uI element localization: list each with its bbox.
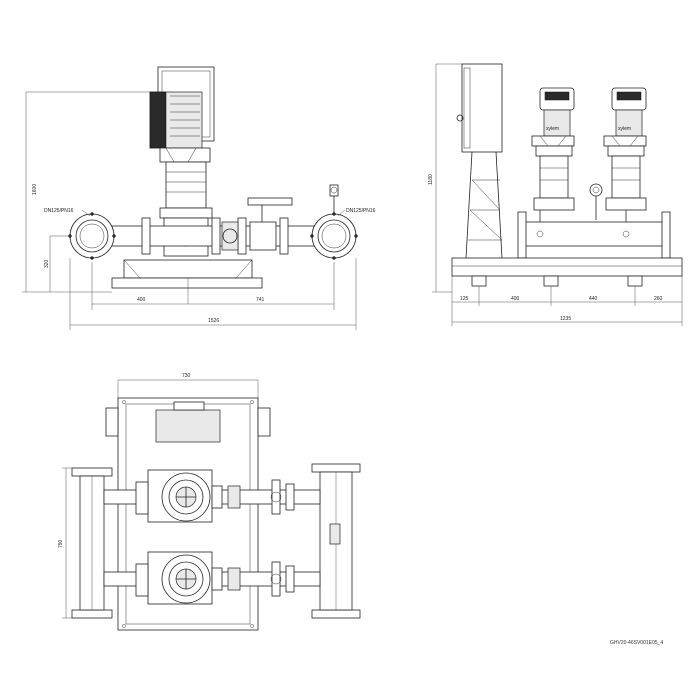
front-left-flange-label: DN125/PN16 — [44, 208, 74, 214]
side-total-width: 1235 — [560, 316, 571, 322]
front-dim-b: 741 — [256, 297, 265, 303]
top-depth-dim: 790 — [58, 539, 64, 548]
side-brand-mark-2: xylem — [618, 126, 631, 132]
drawing-code: GHV20-46SV001E05_4 — [610, 640, 663, 646]
side-height-dim: 1180 — [428, 174, 434, 185]
top-width-dim: 730 — [182, 373, 191, 379]
top-view: 730 790 — [58, 373, 361, 631]
side-dim-4: 260 — [654, 296, 663, 302]
side-dim-2: 400 — [511, 296, 520, 302]
front-inlet-dim: 320 — [44, 259, 50, 268]
side-dim-3: 440 — [589, 296, 598, 302]
front-total-width: 1526 — [208, 318, 219, 324]
side-dim-1: 125 — [460, 296, 469, 302]
front-view: 1600 320 DN125/PN16 DN125/PN16 400 741 1… — [22, 66, 376, 330]
side-view: xylem xylem — [428, 63, 683, 326]
front-height-dim: 1600 — [32, 184, 38, 195]
front-dim-a: 400 — [137, 297, 146, 303]
side-brand-mark-1: xylem — [546, 126, 559, 132]
front-right-flange-label: DN125/PN16 — [346, 208, 376, 214]
